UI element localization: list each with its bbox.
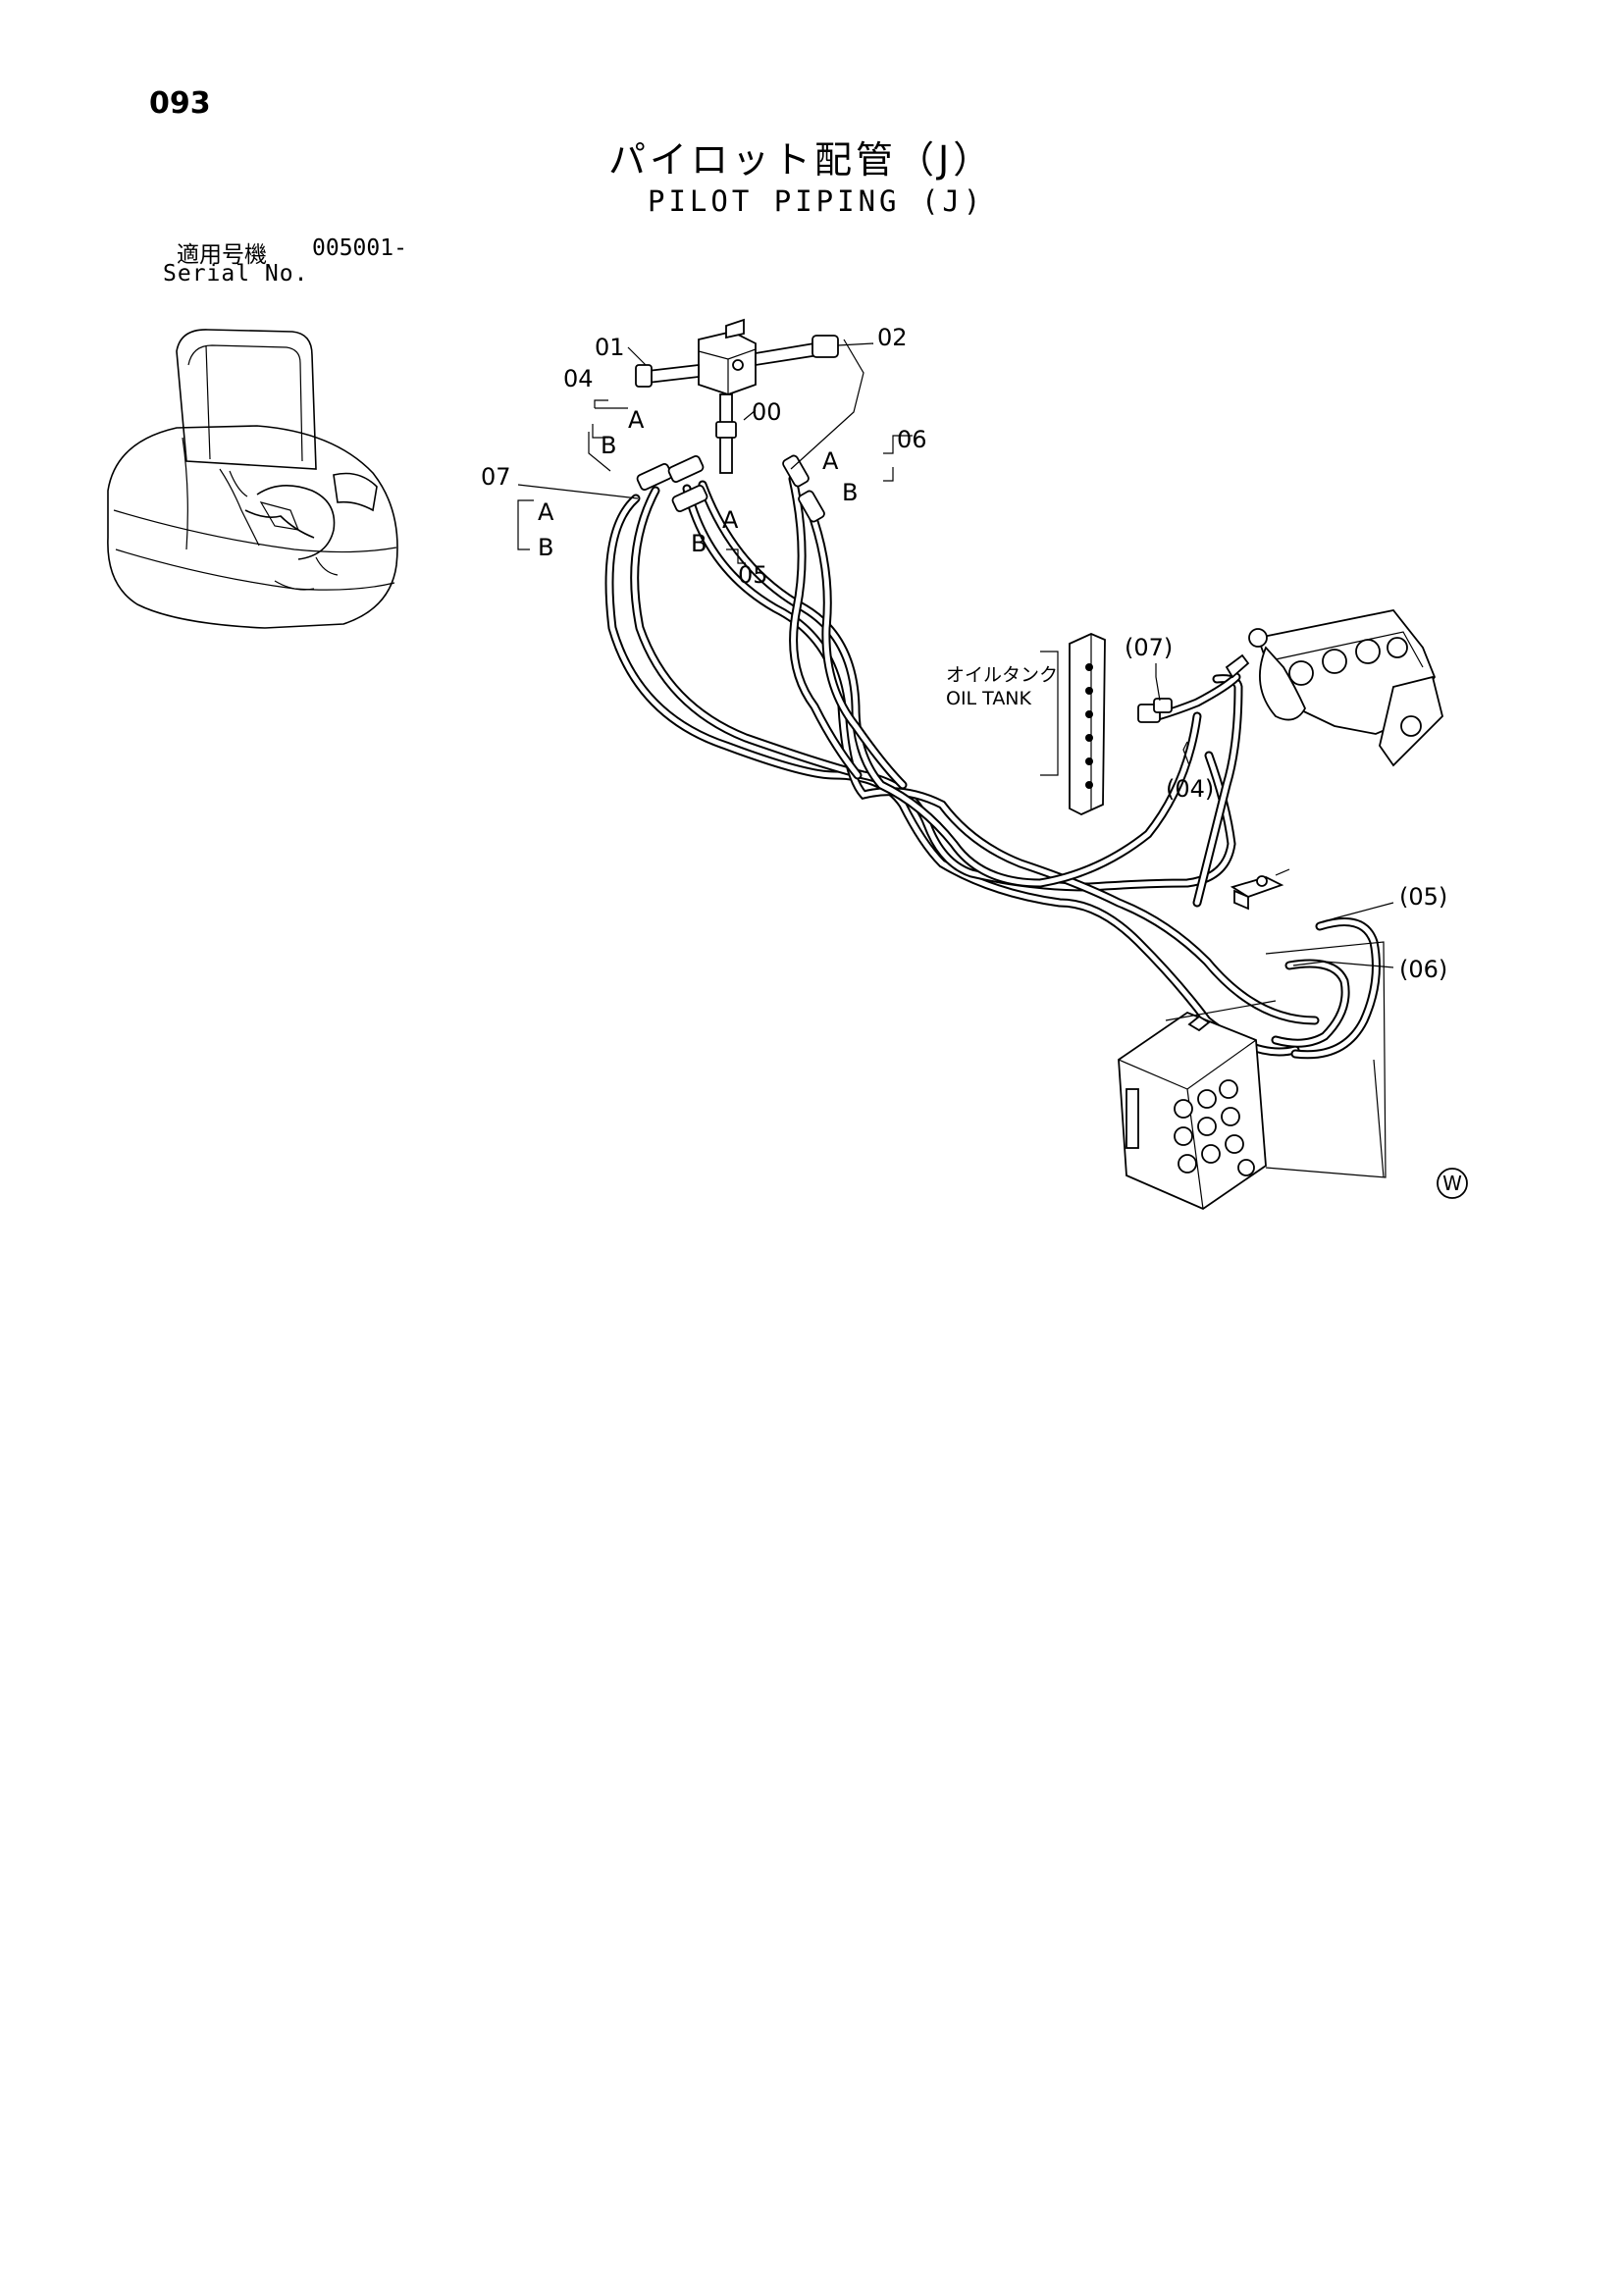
oil-tank-label-japanese: オイルタンク xyxy=(946,664,1058,686)
oil-tank-label-english: OIL TANK xyxy=(946,688,1032,709)
fitting-small-05 xyxy=(1230,868,1290,911)
hose-fittings-top xyxy=(636,454,825,523)
callout-leader-lines xyxy=(517,339,1394,1178)
callout-labels: 01 02 00 04 A B 07 A B A B 05 A B 06 (07… xyxy=(481,324,1447,983)
serial-label-japanese: 適用号機 xyxy=(177,242,267,268)
callout-05-a: A xyxy=(722,506,739,534)
callout-07-paren: (07) xyxy=(1125,634,1173,661)
machine-overview-illustration xyxy=(107,329,398,629)
serial-number-value: 005001- xyxy=(312,235,407,261)
page-title-english: PILOT PIPING (J) xyxy=(648,184,985,218)
control-valve-upper-right xyxy=(1225,609,1443,767)
control-valve-lower-right xyxy=(1118,941,1387,1211)
callout-07: 07 xyxy=(481,463,511,491)
callout-05-b: B xyxy=(691,530,707,557)
callout-06-a: A xyxy=(822,447,839,475)
oil-tank-bracket xyxy=(1069,633,1173,815)
callout-07-a: A xyxy=(538,498,554,526)
callout-06-b: B xyxy=(842,479,858,506)
callout-06-paren: (06) xyxy=(1399,956,1447,983)
callout-02: 02 xyxy=(877,324,908,351)
callout-07-b: B xyxy=(538,534,553,561)
callout-05-paren: (05) xyxy=(1399,883,1447,911)
callout-04-a: A xyxy=(628,406,645,434)
spec-mark: W xyxy=(1437,1168,1468,1199)
page-number: 093 xyxy=(149,86,211,121)
callout-04-paren: (04) xyxy=(1166,775,1214,803)
spec-mark-letter: W xyxy=(1442,1172,1462,1195)
callout-04: 04 xyxy=(563,365,594,392)
serial-label-english: Serial No. xyxy=(163,261,309,287)
callout-00: 00 xyxy=(752,398,782,426)
callout-04-b: B xyxy=(601,432,616,459)
page-title-japanese: パイロット配管（J） xyxy=(608,138,995,182)
callout-01: 01 xyxy=(595,334,625,361)
pilot-valve-block xyxy=(635,318,839,474)
callout-06: 06 xyxy=(897,426,927,453)
callout-05: 05 xyxy=(738,561,768,589)
pilot-hose-bundle xyxy=(604,474,1381,1060)
